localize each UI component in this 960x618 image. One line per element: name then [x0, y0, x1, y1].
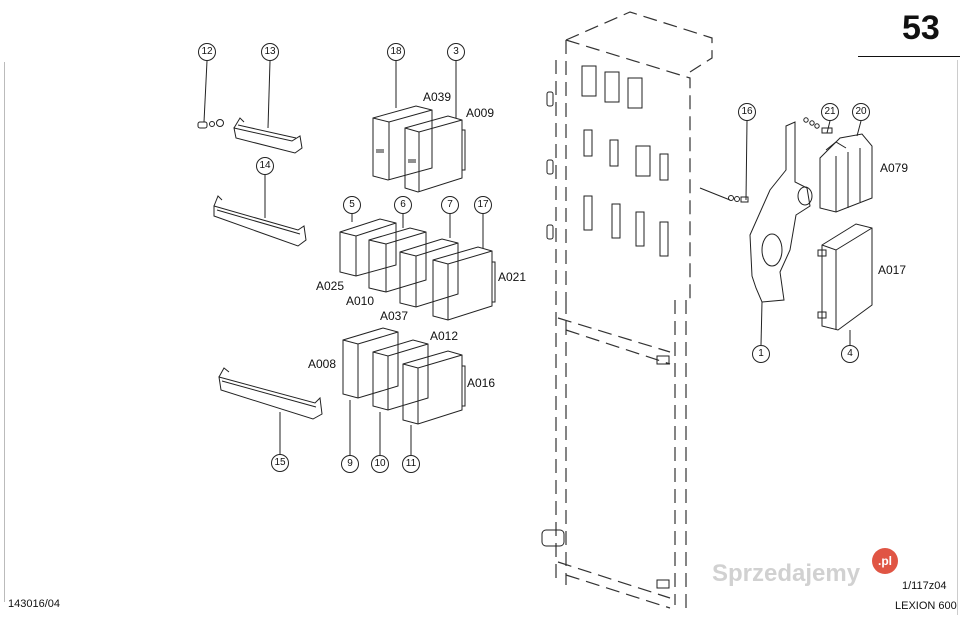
- module-A079: [819, 133, 873, 213]
- module-A016: [402, 350, 466, 425]
- watermark-badge: .pl: [872, 548, 898, 574]
- callout-6[interactable]: 6: [394, 196, 412, 214]
- callout-20[interactable]: 20: [852, 103, 870, 121]
- module-A009: [404, 115, 466, 193]
- callout-21[interactable]: 21: [821, 103, 839, 121]
- leader-line: [267, 60, 271, 129]
- callout-5[interactable]: 5: [343, 196, 361, 214]
- ref-A009: A009: [466, 106, 495, 120]
- module-A017: [817, 223, 873, 331]
- callout-4[interactable]: 4: [841, 345, 859, 363]
- callout-17[interactable]: 17: [474, 196, 492, 214]
- leader-line: [699, 187, 731, 201]
- ref-A016: A016: [467, 376, 496, 390]
- ref-A079: A079: [880, 161, 909, 175]
- callout-7[interactable]: 7: [441, 196, 459, 214]
- ref-A010: A010: [346, 294, 375, 308]
- leader-line: [856, 120, 862, 137]
- callout-10[interactable]: 10: [371, 455, 389, 473]
- callout-13[interactable]: 13: [261, 43, 279, 61]
- header-rule: [858, 56, 960, 57]
- bracket-13: [233, 117, 303, 154]
- right-margin-rule: [957, 60, 958, 615]
- module-A021: [432, 246, 496, 321]
- leader-line: [203, 60, 208, 123]
- ref-A039: A039: [423, 90, 452, 104]
- module-A025: [339, 218, 397, 277]
- ref-A025: A025: [316, 279, 345, 293]
- ref-A021: A021: [498, 270, 527, 284]
- module-A008: [342, 327, 399, 399]
- model-name: LEXION 600: [895, 600, 957, 612]
- module-A012: [372, 339, 429, 411]
- screw-16: [728, 195, 749, 203]
- leader-line: [745, 120, 748, 201]
- module-A039: [372, 105, 433, 181]
- bracket-15: [218, 367, 323, 420]
- callout-16[interactable]: 16: [738, 103, 756, 121]
- mounting-bracket-1: [749, 121, 813, 303]
- callout-14[interactable]: 14: [256, 157, 274, 175]
- ref-A017: A017: [878, 263, 907, 277]
- module-A037: [399, 238, 459, 308]
- callout-15[interactable]: 15: [271, 454, 289, 472]
- leader-line: [760, 301, 763, 346]
- ref-A008: A008: [308, 357, 337, 371]
- bolt-12: [197, 119, 224, 129]
- callout-12[interactable]: 12: [198, 43, 216, 61]
- module-A010: [368, 227, 427, 293]
- figure-id: 1/117z04: [902, 580, 947, 592]
- ref-A012: A012: [430, 329, 459, 343]
- bracket-14: [213, 195, 307, 247]
- ref-A037: A037: [380, 309, 409, 323]
- callout-9[interactable]: 9: [341, 455, 359, 473]
- mounting-frame: [555, 11, 713, 610]
- screw-21: [803, 117, 833, 134]
- callout-1[interactable]: 1: [752, 345, 770, 363]
- callout-3[interactable]: 3: [447, 43, 465, 61]
- callout-18[interactable]: 18: [387, 43, 405, 61]
- watermark-text: Sprzedajemy: [712, 560, 861, 587]
- leader-line: [826, 120, 831, 134]
- left-margin-rule: [4, 62, 5, 602]
- callout-11[interactable]: 11: [402, 455, 420, 473]
- page-number: 53: [902, 9, 940, 47]
- document-id: 143016/04: [8, 598, 60, 610]
